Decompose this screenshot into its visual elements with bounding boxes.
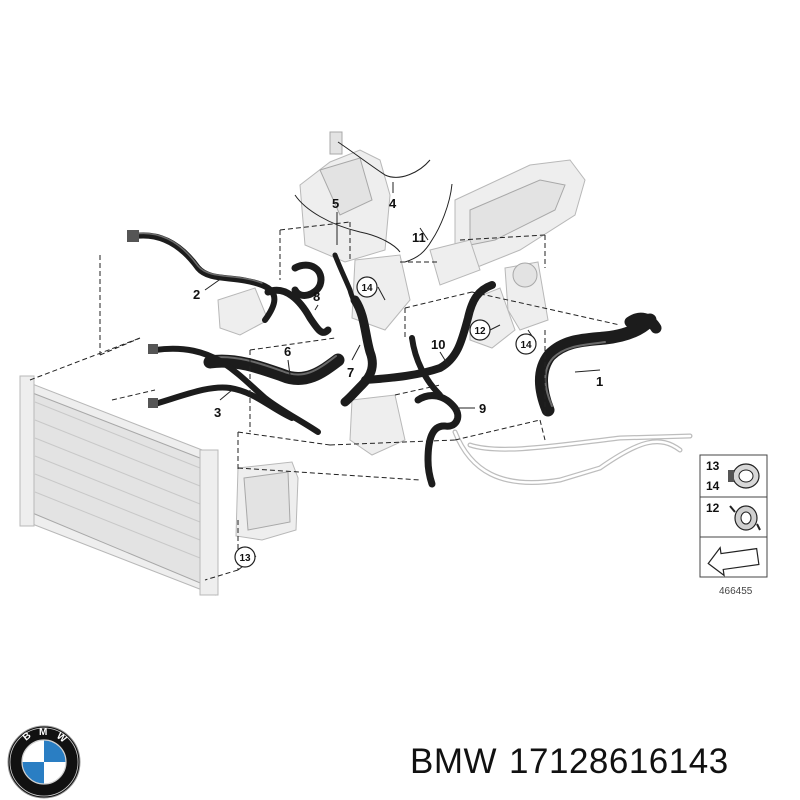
legend-12: 12 bbox=[706, 501, 720, 515]
callout-5: 5 bbox=[332, 196, 339, 211]
diagram-reference-number: 466455 bbox=[719, 586, 753, 597]
legend-13: 13 bbox=[706, 459, 720, 473]
circled-callouts: 14 12 14 13 bbox=[234, 276, 537, 568]
circled-callout-13: 13 bbox=[234, 546, 256, 568]
callout-6: 6 bbox=[284, 344, 291, 359]
svg-text:14: 14 bbox=[520, 340, 532, 351]
svg-text:13: 13 bbox=[239, 553, 251, 564]
clamp-icon bbox=[728, 463, 760, 489]
part-label: BMW 17128616143 bbox=[410, 742, 741, 782]
callout-7: 7 bbox=[347, 365, 354, 380]
logo-letter-m: M bbox=[39, 727, 47, 738]
circled-callout-14-lower: 14 bbox=[515, 333, 537, 355]
callout-2: 2 bbox=[193, 287, 200, 302]
callout-4: 4 bbox=[389, 196, 397, 211]
callout-1: 1 bbox=[596, 374, 603, 389]
engine-components bbox=[217, 254, 549, 456]
legend-14: 14 bbox=[706, 479, 720, 493]
heater-return-pipe bbox=[452, 429, 693, 486]
callout-3: 3 bbox=[214, 405, 221, 420]
callout-10: 10 bbox=[431, 337, 445, 352]
bmw-logo: B M W bbox=[7, 725, 81, 799]
arrow-icon bbox=[707, 546, 760, 577]
spring-clamp-icon bbox=[729, 505, 761, 531]
callout-11: 11 bbox=[412, 230, 426, 245]
callout-numbers: 1 2 3 4 5 6 7 8 9 10 11 bbox=[193, 196, 603, 420]
svg-text:14: 14 bbox=[361, 283, 373, 294]
auxiliary-tank bbox=[235, 461, 299, 541]
brand-name: BMW bbox=[410, 742, 498, 781]
circled-callout-12: 12 bbox=[469, 319, 491, 341]
coolant-hoses-diagram: 1 2 3 4 5 6 7 8 9 10 11 14 12 14 13 bbox=[19, 131, 768, 597]
radiator bbox=[19, 375, 219, 596]
callout-9: 9 bbox=[479, 401, 486, 416]
part-number: 17128616143 bbox=[509, 742, 729, 781]
hoses bbox=[127, 141, 662, 488]
circled-callout-14-upper: 14 bbox=[356, 276, 378, 298]
svg-text:12: 12 bbox=[474, 326, 486, 337]
intake-manifold bbox=[429, 159, 586, 286]
callout-8: 8 bbox=[313, 289, 320, 304]
reference-lines bbox=[29, 221, 621, 581]
legend-box: 13 14 12 466455 bbox=[699, 454, 768, 597]
expansion-tank bbox=[299, 131, 391, 263]
